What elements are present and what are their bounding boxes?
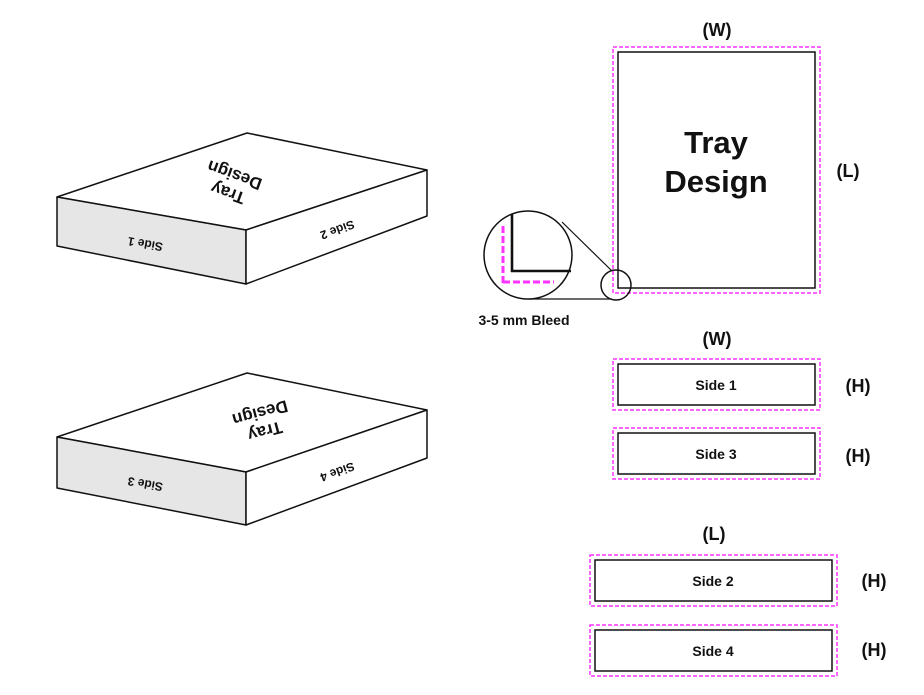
bleed-outline-side4 <box>589 624 838 677</box>
dimension-width-label-top: (W) <box>703 20 732 40</box>
flat-side3-label: Side 3 <box>695 446 736 462</box>
trim-panel-side1 <box>617 363 816 406</box>
flat-sides-width: (W) Side 1 (H) Side 3 (H) <box>612 329 871 480</box>
trim-panel-side3 <box>617 432 816 475</box>
trim-panel-side2 <box>594 559 833 602</box>
flat-side4-label: Side 4 <box>692 643 733 659</box>
tray-box-top: Tray Design Side 1 Side 2 <box>56 132 428 285</box>
dimension-height-label-side2: (H) <box>862 571 887 591</box>
dimension-length-label-tray: (L) <box>837 161 860 181</box>
bleed-label: 3-5 mm Bleed <box>478 312 569 328</box>
flat-sides-length: (L) Side 2 (H) Side 4 (H) <box>589 524 887 677</box>
bleed-outline-side2 <box>589 554 838 607</box>
tray-bottom-side-label-a: Side 3 <box>126 474 164 494</box>
dimension-height-label-side4: (H) <box>862 640 887 660</box>
tray-top-side-label-a: Side 1 <box>126 234 164 254</box>
dimension-width-label-sides: (W) <box>703 329 732 349</box>
bleed-zoom-small-circle <box>600 269 632 301</box>
bleed-zoom-large-circle <box>483 210 573 300</box>
bleed-outline-tray <box>612 46 821 294</box>
bleed-callout: 3-5 mm Bleed <box>478 210 632 328</box>
dimension-height-label-side3: (H) <box>846 446 871 466</box>
bleed-callout-connector-upper <box>561 221 613 272</box>
bleed-outline-side3 <box>612 427 821 480</box>
bleed-outline-side1 <box>612 358 821 411</box>
flat-tray-design: (W) Tray Design (L) <box>612 20 860 294</box>
tray-side-front-right <box>245 169 428 285</box>
flat-tray-design-line2: Design <box>664 164 767 199</box>
tray-bottom-side-front-right <box>245 409 428 526</box>
dimension-height-label-side1: (H) <box>846 376 871 396</box>
trim-panel-tray <box>617 51 816 289</box>
flat-tray-design-line1: Tray <box>684 125 749 160</box>
trim-panel-side4 <box>594 629 833 672</box>
dimension-length-label-sides: (L) <box>703 524 726 544</box>
tray-box-bottom: Tray Design Side 3 Side 4 <box>56 372 428 526</box>
flat-side1-label: Side 1 <box>695 377 736 393</box>
flat-side2-label: Side 2 <box>692 573 733 589</box>
